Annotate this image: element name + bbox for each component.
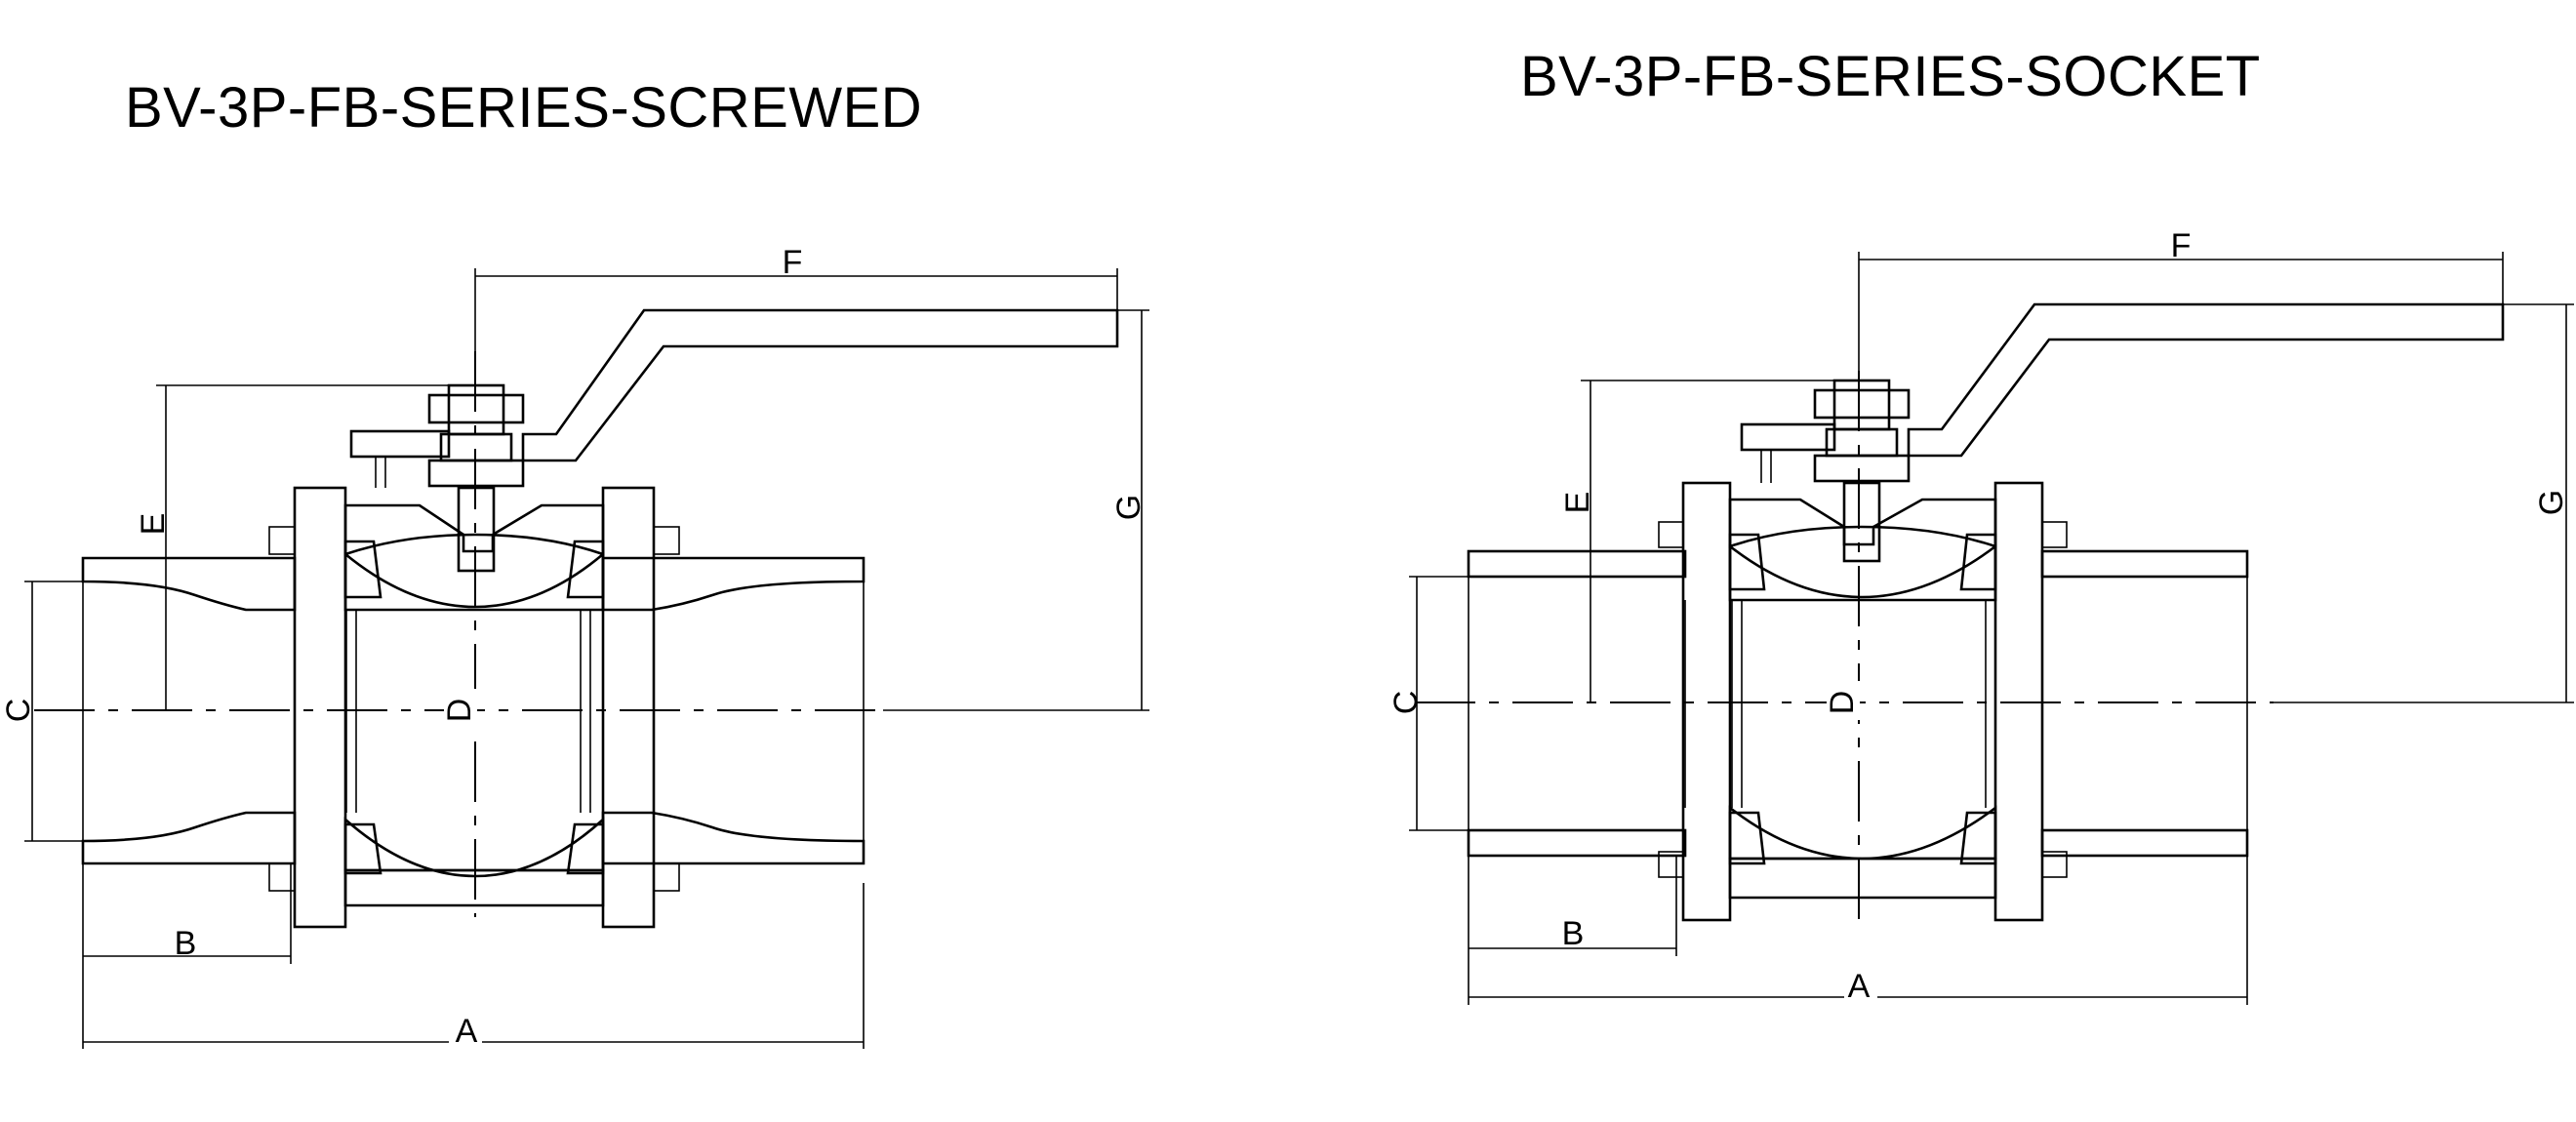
- dim-label-g-socket: G: [2533, 490, 2570, 515]
- dim-label-g: G: [1110, 495, 1147, 520]
- dim-label-e-socket: E: [1559, 492, 1596, 514]
- valve-socket-drawing: A B C D E F G: [1388, 227, 2574, 1005]
- valve-screwed-drawing: A B C D E F G: [0, 244, 1149, 1050]
- title-screwed: BV-3P-FB-SERIES-SCREWED: [125, 76, 923, 140]
- dim-label-c-socket: C: [1388, 691, 1425, 715]
- dim-label-d-socket: D: [1824, 691, 1861, 715]
- dim-label-e: E: [135, 513, 172, 536]
- dim-label-f-socket: F: [2171, 227, 2192, 264]
- dim-label-a: A: [456, 1013, 478, 1050]
- dim-label-b-socket: B: [1562, 915, 1585, 952]
- dim-label-d: D: [441, 699, 478, 723]
- dim-label-a-socket: A: [1848, 968, 1871, 1005]
- dim-label-c: C: [0, 699, 37, 723]
- dim-label-f: F: [783, 244, 803, 281]
- dim-label-b: B: [175, 925, 197, 962]
- title-socket: BV-3P-FB-SERIES-SOCKET: [1520, 45, 2261, 108]
